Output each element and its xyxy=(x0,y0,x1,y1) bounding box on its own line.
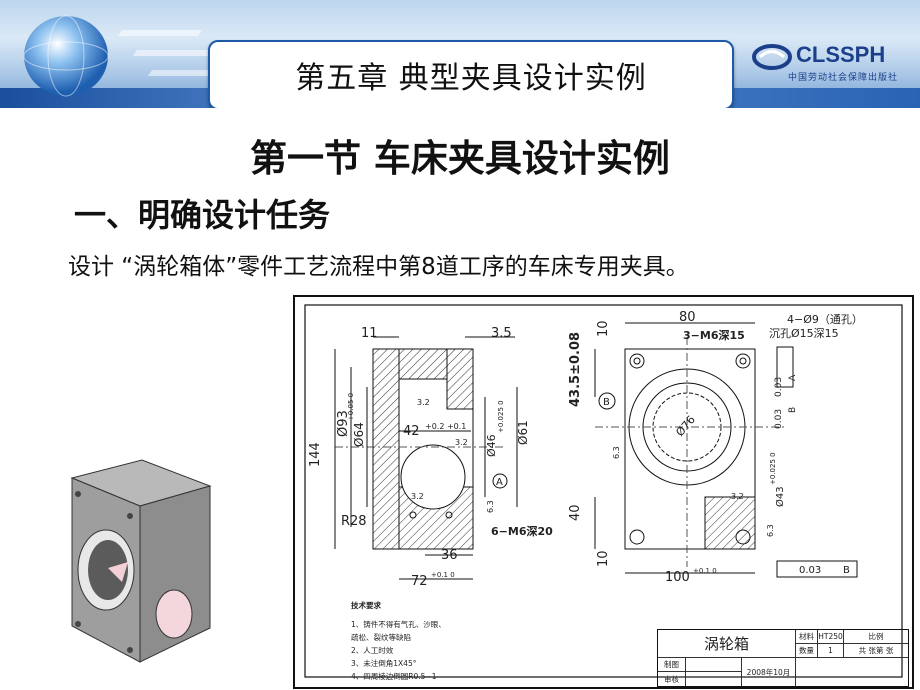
scale-label: 比例 xyxy=(844,630,908,644)
dim-40: 40 xyxy=(568,504,583,521)
dim-100-tol: +0.1 0 xyxy=(693,567,717,575)
holes-through: 4−Ø9（通孔） xyxy=(787,313,863,326)
material-value: HT250 xyxy=(818,630,844,644)
dim-72: 72 xyxy=(411,574,428,589)
dim-42-tol: +0.2 +0.1 xyxy=(425,422,466,431)
quantity-label: 数量 xyxy=(796,644,818,658)
tolerance-value: 0.03 xyxy=(799,565,821,576)
dim-d46: Ø46 xyxy=(485,434,498,457)
roughness-6-3: 6.3 xyxy=(766,524,775,537)
roughness-6-3: 6.3 xyxy=(612,446,621,459)
engineering-drawing: 11 3.5 144 Ø93 Ø64 +0.05 0 42 +0.2 +0.1 … xyxy=(293,295,914,689)
section-title: 第一节 车床夹具设计实例 xyxy=(250,137,670,180)
dim-100: 100 xyxy=(665,570,690,585)
dim-42: 42 xyxy=(403,424,420,439)
dim-d64-tol: +0.05 0 xyxy=(347,393,355,421)
dim-72-tol: +0.1 0 xyxy=(431,571,455,579)
technical-requirements: 技术要求 1、铸件不得有气孔、沙眼、 疏松、裂纹等缺陷 2、人工时效 3、未注倒… xyxy=(351,599,446,683)
tolerance-datum: A xyxy=(788,374,798,381)
roughness-3-2: 3.2 xyxy=(417,398,430,407)
quantity-value: 1 xyxy=(818,644,844,658)
sheet-count: 共 张第 张 xyxy=(844,644,908,658)
dim-r28: R28 xyxy=(341,514,367,529)
check-label: 审核 xyxy=(658,672,686,686)
dim-d46-tol: +0.025 0 xyxy=(497,400,505,433)
logo-subtext: 中国劳动社会保障出版社 xyxy=(788,73,899,83)
roughness-3-2: 3.2 xyxy=(411,492,424,501)
dim-d43-tol: +0.025 0 xyxy=(769,452,777,485)
holes-counterbore: 沉孔Ø15深15 xyxy=(769,327,839,340)
dim-m6-side: 6−M6深20 xyxy=(491,524,553,538)
drawn-label: 制图 xyxy=(658,658,686,672)
dim-43-5: 43.5±0.08 xyxy=(568,332,583,407)
dim-d64: Ø64 xyxy=(352,422,366,447)
tech-item: 4、四周棱边倒圆R0.5−1 xyxy=(351,672,437,681)
tolerance-value: 0.03 xyxy=(774,377,784,397)
tech-title: 技术要求 xyxy=(351,601,381,610)
dim-10-top: 10 xyxy=(596,320,611,337)
tech-item: 2、人工时效 xyxy=(351,646,394,655)
chapter-title-box: 第五章 典型夹具设计实例 xyxy=(208,40,734,108)
title-block: 涡轮箱 材料 HT250 比例 数量 1 共 张第 张 制图 2008年10月 … xyxy=(657,629,909,687)
dim-d93: Ø93 xyxy=(336,410,351,437)
dim-11: 11 xyxy=(361,326,378,341)
datum-b: B xyxy=(603,397,610,408)
roughness-3-2: 3.2 xyxy=(455,438,468,447)
front-view xyxy=(594,322,785,574)
tech-item: 3、未注倒角1X45° xyxy=(351,659,417,668)
dim-d43: Ø43 xyxy=(774,486,786,507)
task-description: 设计 “涡轮箱体”零件工艺流程中第8道工序的车床专用夹具。 xyxy=(68,254,689,280)
globe-icon xyxy=(23,15,109,97)
slide-header: 第五章 典型夹具设计实例 CLSSPH 中国劳动社会保障出版社 xyxy=(0,0,920,108)
tech-item: 疏松、裂纹等缺陷 xyxy=(351,633,411,642)
date: 2008年10月 xyxy=(742,658,796,686)
dim-144: 144 xyxy=(308,442,323,467)
section-view xyxy=(334,336,518,580)
material-label: 材料 xyxy=(796,630,818,644)
tolerance-datum: B xyxy=(843,565,850,576)
dim-36: 36 xyxy=(441,548,458,563)
tolerance-datum: B xyxy=(788,407,798,413)
header-streak xyxy=(117,30,203,36)
tech-item: 1、铸件不得有气孔、沙眼、 xyxy=(351,620,446,629)
datum-a: A xyxy=(496,477,503,488)
chapter-title: 第五章 典型夹具设计实例 xyxy=(295,61,647,96)
checked-by xyxy=(686,672,742,686)
dim-d76: Ø76 xyxy=(673,413,698,439)
isometric-part-image xyxy=(70,459,212,663)
swirl-logo-icon xyxy=(752,44,792,70)
dim-m6-top: 3−M6深15 xyxy=(683,328,745,342)
publisher-cell xyxy=(796,658,908,686)
drawn-by xyxy=(686,658,742,672)
roughness-6-3: 6.3 xyxy=(486,500,495,513)
dim-10-bottom: 10 xyxy=(596,550,611,567)
part-name: 涡轮箱 xyxy=(658,630,796,658)
dim-3-5: 3.5 xyxy=(491,326,512,341)
publisher-logo: CLSSPH 中国劳动社会保障出版社 xyxy=(744,40,920,90)
tolerance-value: 0.03 xyxy=(774,409,784,429)
subheading: 一、明确设计任务 xyxy=(74,196,331,234)
roughness-3-2: 3.2 xyxy=(731,492,744,501)
dim-80: 80 xyxy=(679,310,696,325)
logo-text: CLSSPH xyxy=(796,42,886,67)
dim-d61: Ø61 xyxy=(516,420,530,445)
tolerance-frame-1 xyxy=(776,346,794,388)
